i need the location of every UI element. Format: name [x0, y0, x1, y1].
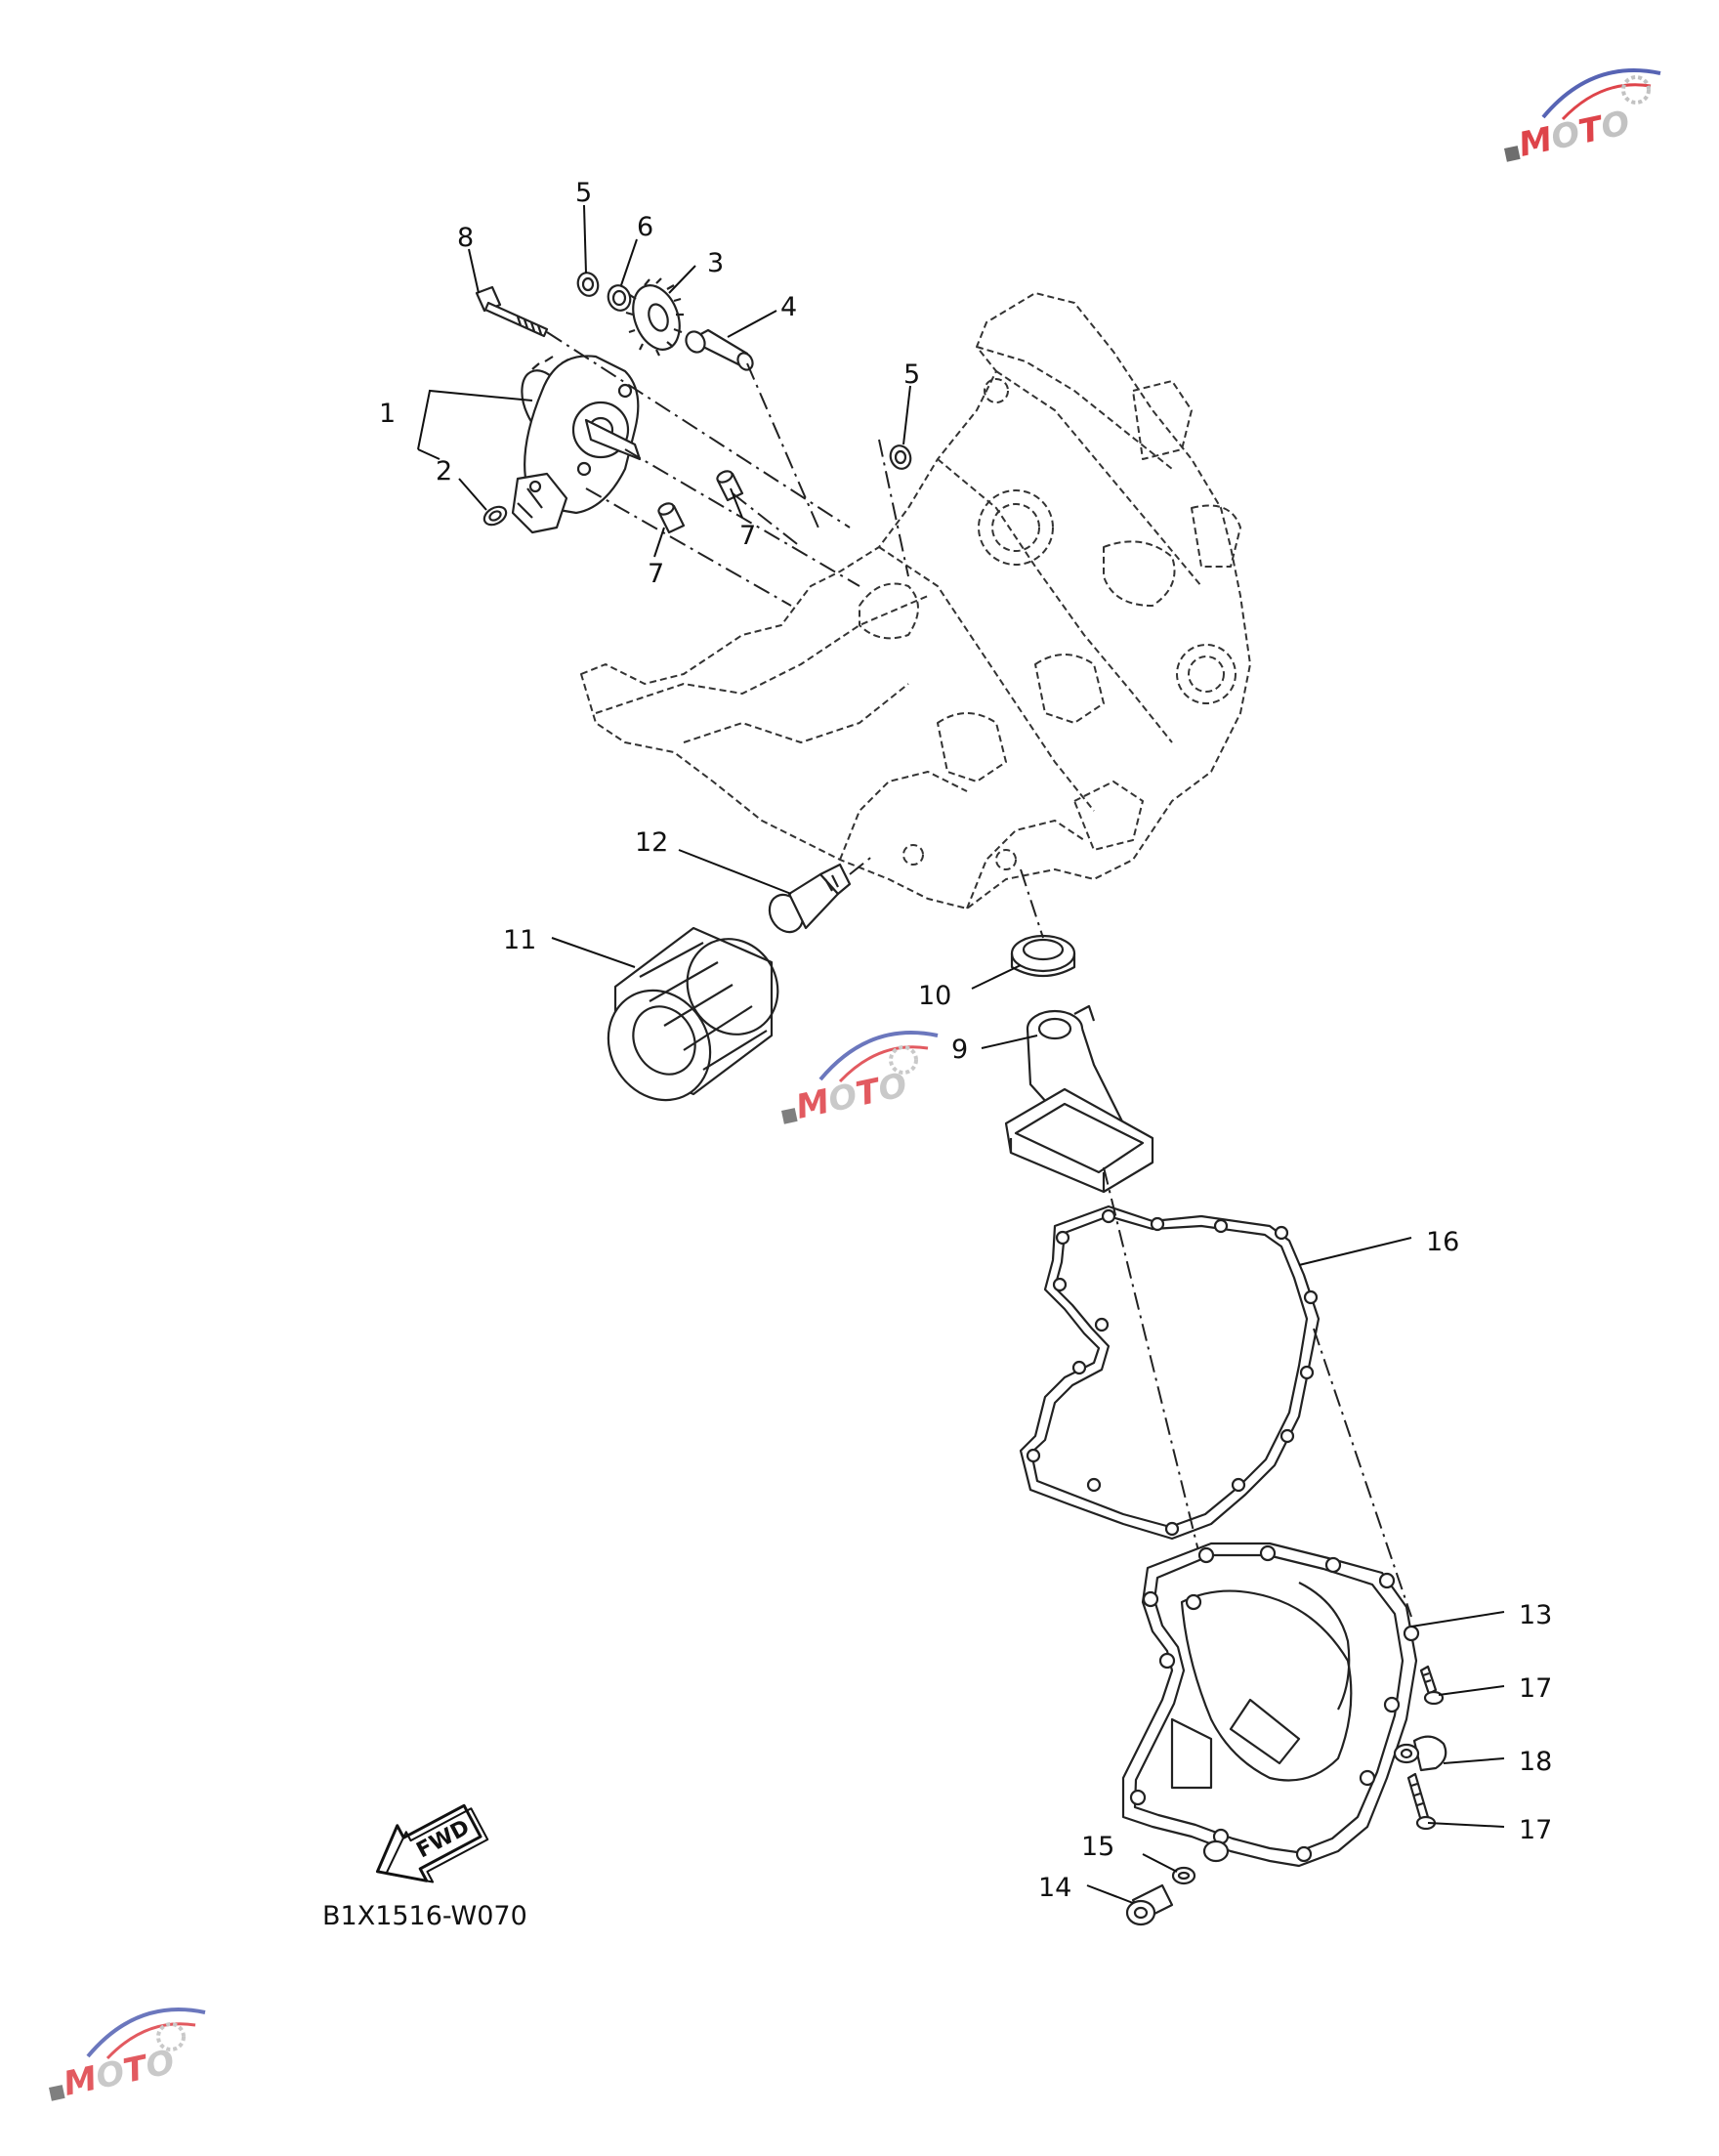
part-5-washer-right: [889, 444, 912, 470]
part-16-gasket: [1019, 1205, 1321, 1541]
label-part-11: 11: [503, 925, 536, 955]
part-8-bolt: [475, 285, 549, 338]
part-9-strainer: [1004, 1004, 1154, 1194]
label-part-12: 12: [635, 827, 668, 858]
part-12-adapter: [768, 854, 875, 934]
part-7-dowel-a: [716, 470, 744, 502]
part-17-bolt-upper: [1419, 1665, 1445, 1706]
diagram-code: B1X1516-W070: [322, 1901, 527, 1931]
oil-pump-assembly: [511, 355, 642, 534]
watermark-logo-center: MOTO: [780, 1031, 939, 1127]
label-part-13: 13: [1519, 1600, 1552, 1630]
watermark-logo-top-right: MOTO: [1504, 68, 1661, 165]
label-part-18: 18: [1519, 1747, 1552, 1777]
label-part-7-right: 7: [739, 521, 756, 551]
leader-lines: [417, 204, 1505, 1904]
label-part-16: 16: [1426, 1227, 1459, 1257]
part-6-ring: [607, 284, 632, 312]
watermark-logo-bottom-left: MOTO: [48, 2008, 206, 2104]
label-part-1: 1: [379, 399, 396, 429]
label-part-5-right: 5: [903, 359, 920, 390]
fwd-direction-arrow: FWD: [375, 1803, 489, 1883]
part-18-clamp: [1393, 1735, 1447, 1772]
svg-text:MOTO: MOTO: [1516, 104, 1634, 165]
part-2-oring: [482, 505, 508, 527]
label-part-17-lower: 17: [1519, 1815, 1552, 1845]
label-part-17-upper: 17: [1519, 1673, 1552, 1704]
part-5-washer-top: [576, 272, 600, 297]
part-11-oil-filter: [607, 926, 779, 1102]
part-13-oil-pan: [1121, 1542, 1420, 1868]
svg-text:MOTO: MOTO: [793, 1066, 911, 1127]
part-7-dowel-b: [657, 502, 686, 534]
label-part-5-top: 5: [575, 178, 592, 208]
label-part-9: 9: [951, 1035, 968, 1065]
svg-text:MOTO: MOTO: [61, 2043, 179, 2104]
label-part-10: 10: [918, 981, 951, 1011]
label-part-2: 2: [436, 456, 452, 486]
label-part-3: 3: [707, 248, 724, 278]
part-15-washer: [1171, 1866, 1196, 1885]
part-labels: 1 2 3 4 5 5 6 7 7 8 9 10 11 12 13 14 15 …: [379, 178, 1552, 1903]
crankcase-reference: [580, 292, 1251, 909]
label-part-8: 8: [457, 223, 474, 253]
part-14-drain-bolt: [1125, 1883, 1174, 1926]
label-part-6: 6: [637, 212, 653, 242]
part-10-seal: [1010, 868, 1076, 977]
part-17-bolt-lower: [1406, 1772, 1437, 1831]
label-part-7-left: 7: [648, 559, 664, 589]
label-part-15: 15: [1081, 1832, 1114, 1862]
part-4-shaft: [685, 328, 754, 371]
part-3-gear: [625, 277, 684, 357]
label-part-4: 4: [780, 292, 797, 322]
label-part-14: 14: [1038, 1873, 1071, 1903]
